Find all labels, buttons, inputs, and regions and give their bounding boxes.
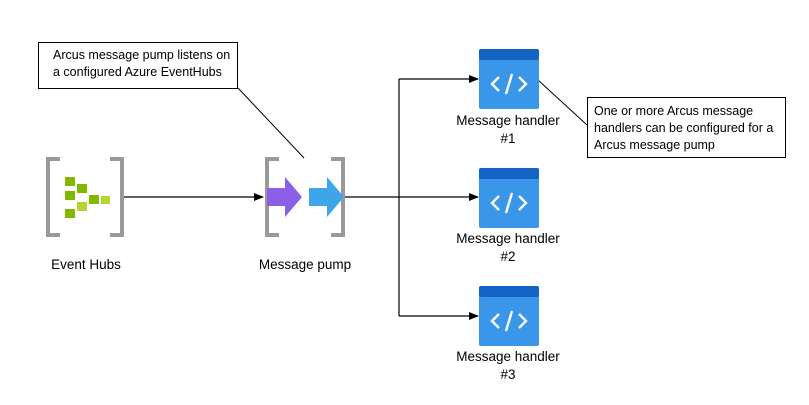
handler-2-label: Message handler #2 xyxy=(443,230,573,266)
handler-1-label: Message handler #1 xyxy=(443,112,573,148)
event-hubs-label: Event Hubs xyxy=(51,257,121,272)
callout-pump-line-1: Arcus message pump listens on xyxy=(53,48,231,62)
message-pump-icon xyxy=(265,157,345,237)
message-pump-label: Message pump xyxy=(258,257,352,272)
code-window-icon xyxy=(479,168,539,228)
callout-handlers-line-3: Arcus message pump xyxy=(594,138,715,152)
handler-1-number: #1 xyxy=(500,131,516,146)
callout-pump-leader xyxy=(237,87,305,159)
code-window-icon xyxy=(479,286,539,346)
handler-2-number: #2 xyxy=(500,249,516,264)
callout-handlers-leader xyxy=(537,79,588,126)
handler-3-label: Message handler #3 xyxy=(443,348,573,384)
callout-message-pump: Arcus message pump listens on a configur… xyxy=(38,42,238,89)
code-window-icon xyxy=(479,49,539,109)
handler-1-title: Message handler xyxy=(456,113,560,128)
handler-2-title: Message handler xyxy=(456,231,560,246)
event-hubs-icon xyxy=(46,157,124,237)
callout-pump-line-2: a configured Azure EventHubs xyxy=(53,65,222,79)
handler-3-number: #3 xyxy=(500,367,516,382)
callout-handlers-line-1: One or more Arcus message xyxy=(594,104,754,118)
callout-message-handlers: One or more Arcus message handlers can b… xyxy=(587,97,786,158)
callout-handlers-line-2: handlers can be configured for a xyxy=(594,121,774,135)
handler-3-title: Message handler xyxy=(456,349,560,364)
